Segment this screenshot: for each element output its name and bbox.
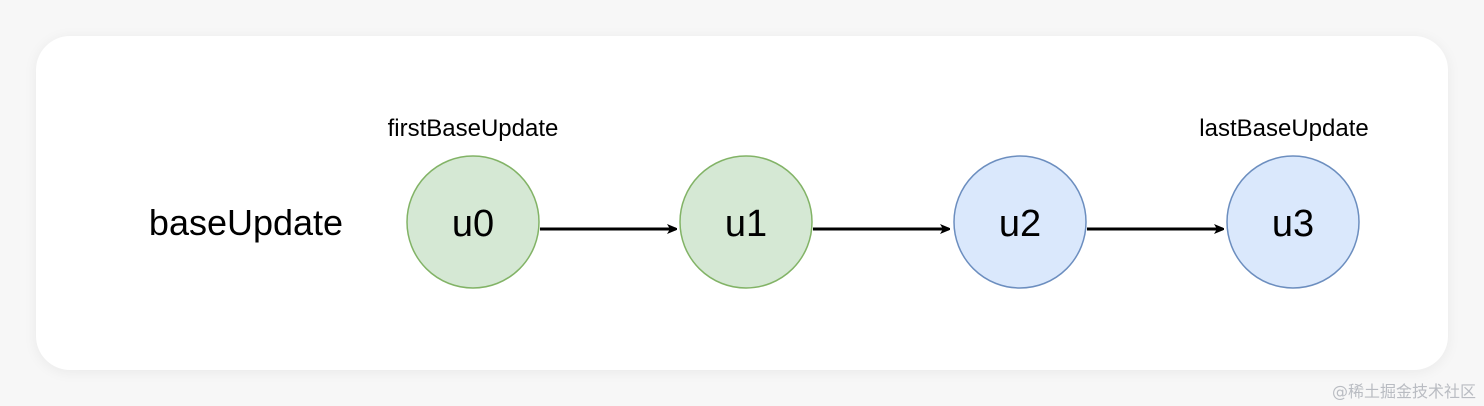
node-u1: u1 xyxy=(679,155,813,289)
node-u3-circle xyxy=(1226,155,1360,289)
node-u1-circle xyxy=(679,155,813,289)
node-u3: u3 xyxy=(1226,155,1360,289)
node-u0: u0 xyxy=(406,155,540,289)
node-u0-label: u0 xyxy=(452,203,494,245)
node-u2-circle xyxy=(953,155,1087,289)
first-base-update-label: firstBaseUpdate xyxy=(388,115,559,142)
base-update-label: baseUpdate xyxy=(149,202,343,243)
node-u0-circle xyxy=(406,155,540,289)
node-u2-label: u2 xyxy=(999,203,1041,245)
node-u1-label: u1 xyxy=(725,203,767,245)
node-u2: u2 xyxy=(953,155,1087,289)
watermark-text: @稀土掘金技术社区 xyxy=(1331,382,1476,401)
node-u3-label: u3 xyxy=(1272,203,1314,245)
last-base-update-label: lastBaseUpdate xyxy=(1199,115,1368,142)
